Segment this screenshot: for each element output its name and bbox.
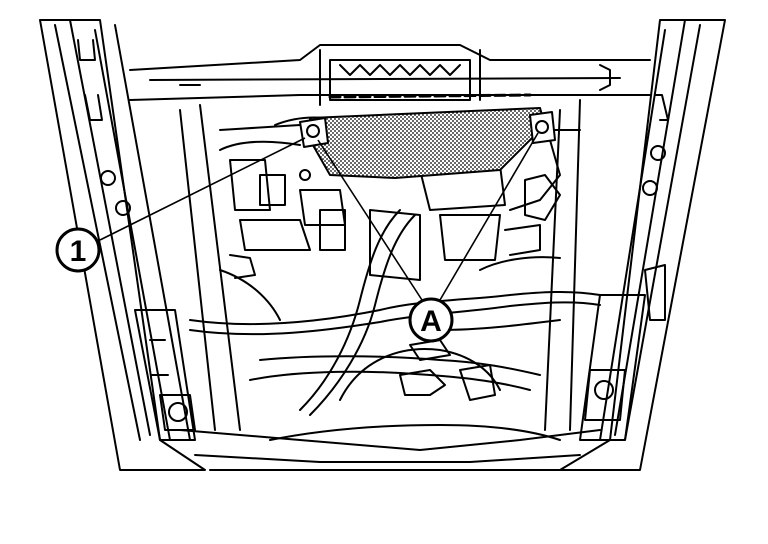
right-seat-rail xyxy=(559,19,726,471)
leader-line-a-left xyxy=(317,139,423,301)
callout-part-1-circle xyxy=(55,227,101,273)
callout-point-a: A xyxy=(408,297,454,343)
callout-part-1: 1 xyxy=(55,227,101,273)
callout-part-1-label: 1 xyxy=(70,235,87,268)
callout-point-a-label: A xyxy=(420,305,442,338)
bolt-right xyxy=(529,111,556,144)
left-seat-rail xyxy=(39,19,206,471)
hatched-bracket-panel xyxy=(309,107,546,179)
hidden-edge-dashed xyxy=(328,93,532,99)
bolt-left xyxy=(299,117,329,148)
leader-line-part-1 xyxy=(99,137,306,241)
callout-point-a-circle xyxy=(408,297,454,343)
lower-frame xyxy=(179,429,601,471)
leader-lines xyxy=(99,132,539,301)
leader-line-a-right xyxy=(439,132,539,301)
top-cross-member xyxy=(129,44,651,106)
